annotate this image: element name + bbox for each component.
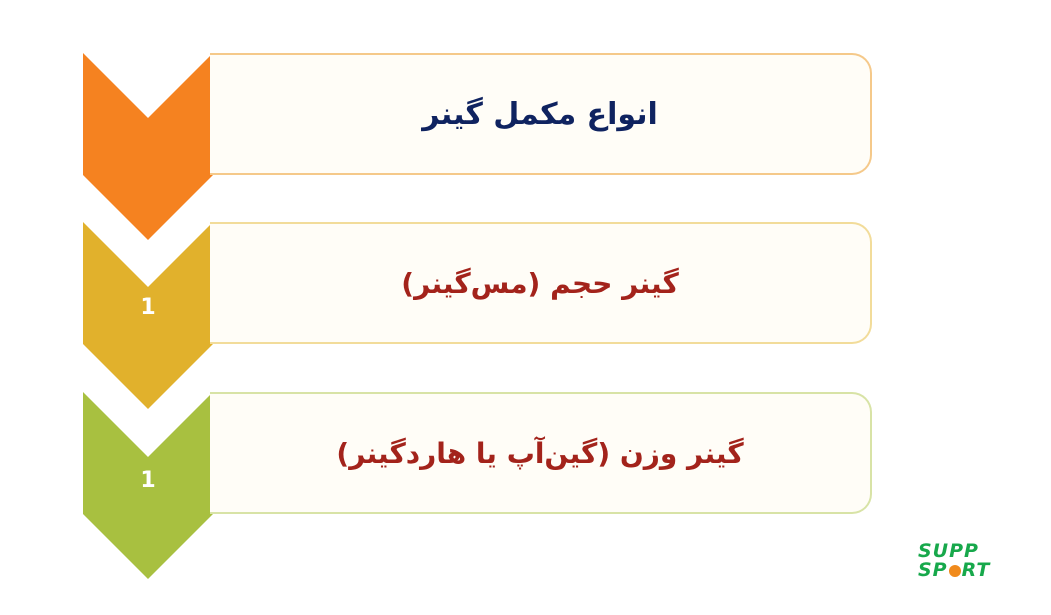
chevron-1: [83, 53, 213, 240]
step-box-1: انواع مکمل گینر: [210, 53, 872, 175]
logo-line-2-end: RT: [961, 559, 991, 581]
step-number-3: 1: [140, 468, 156, 493]
chevron-stack: [83, 53, 213, 579]
logo-line-2-start: SP: [918, 559, 948, 581]
logo-line-2: SP RT: [918, 561, 1008, 580]
ball-icon: [948, 565, 961, 577]
suppsport-logo: SUPP SP RT: [918, 542, 1008, 586]
step-label-mass-gainer: گینر حجم (مس‌گینر): [401, 266, 679, 300]
step-box-3: گینر وزن (گین‌آپ یا هاردگینر): [210, 392, 872, 514]
chevron-3: [83, 392, 213, 579]
step-label-weight-gainer: گینر وزن (گین‌آپ یا هاردگینر): [336, 436, 744, 470]
step-title: انواع مکمل گینر: [422, 96, 658, 132]
logo-line-1: SUPP: [918, 540, 979, 562]
step-box-2: گینر حجم (مس‌گینر): [210, 222, 872, 344]
chevron-2: [83, 222, 213, 409]
step-number-2: 1: [140, 295, 156, 320]
